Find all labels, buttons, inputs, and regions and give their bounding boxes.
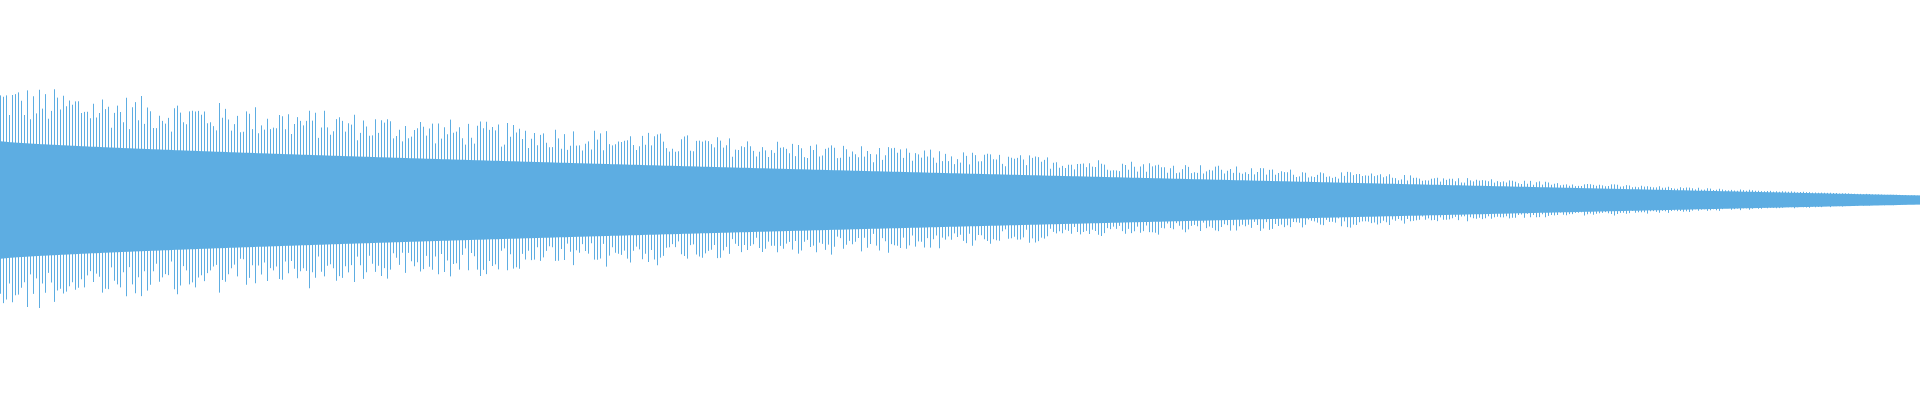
waveform-peaks [0,89,1918,308]
